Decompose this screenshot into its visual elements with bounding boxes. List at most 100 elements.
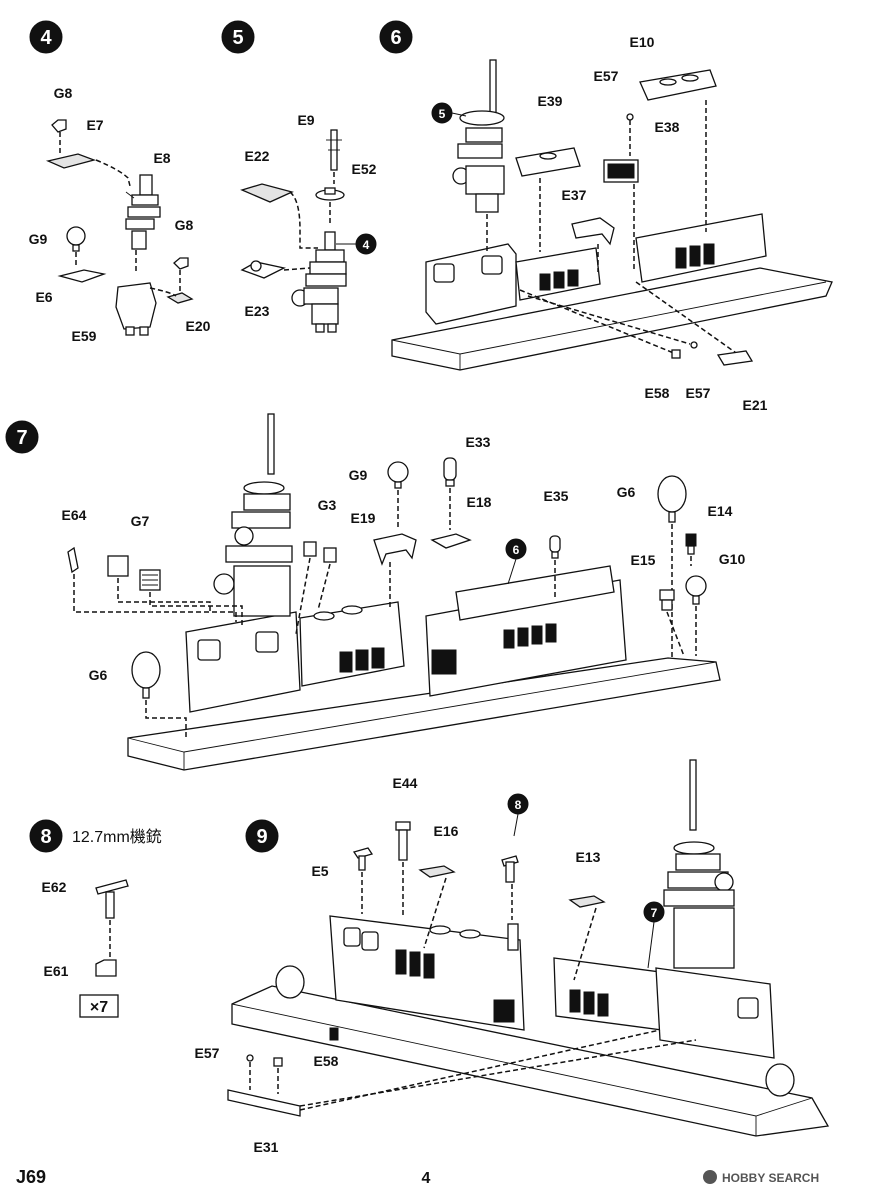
footer: J69 4 HOBBY SEARCH xyxy=(16,1167,819,1187)
part-label-e9: E9 xyxy=(297,112,314,128)
part-e57-top xyxy=(626,113,634,121)
part-e5 xyxy=(352,847,374,871)
page-number: 4 xyxy=(422,1170,431,1187)
part-g8-right xyxy=(173,257,189,270)
step-9-badge xyxy=(245,819,279,853)
part-label-e38: E38 xyxy=(655,119,680,135)
step-8-multiplier: ×7 xyxy=(90,999,108,1016)
part-e64 xyxy=(67,546,79,574)
watermark-text: HOBBY SEARCH xyxy=(722,1171,819,1185)
part-e8 xyxy=(125,174,161,250)
mast-s6 xyxy=(452,59,505,213)
part-label-g9: G9 xyxy=(349,467,368,483)
part-label-g9: G9 xyxy=(29,231,48,247)
watermark: HOBBY SEARCH xyxy=(703,1170,819,1185)
part-e44 xyxy=(395,821,411,861)
part-e37 xyxy=(571,217,615,246)
mast-assembly-s5 xyxy=(291,231,347,333)
aft-superstructure-s6 xyxy=(635,213,767,283)
part-label-e57: E57 xyxy=(594,68,619,84)
part-label-e7: E7 xyxy=(86,117,103,133)
step-9: 9 xyxy=(227,759,830,1137)
part-label-e8: E8 xyxy=(153,150,170,166)
gun-assembly-s9 xyxy=(501,855,519,951)
part-label-e10: E10 xyxy=(630,34,655,50)
middle-block-s6 xyxy=(515,247,601,301)
part-label-e44: E44 xyxy=(393,775,418,791)
part-label-e39: E39 xyxy=(538,93,563,109)
part-e22 xyxy=(240,183,294,203)
step-8-badge xyxy=(29,819,63,853)
part-label-e62: E62 xyxy=(42,879,67,895)
step-7: 7 xyxy=(5,413,721,771)
part-e62 xyxy=(95,879,129,919)
part-label-e18: E18 xyxy=(467,494,492,510)
part-label-e57: E57 xyxy=(195,1045,220,1061)
part-e19 xyxy=(373,533,417,566)
part-e6 xyxy=(57,269,107,283)
part-label-e52: E52 xyxy=(352,161,377,177)
part-label-e59: E59 xyxy=(72,328,97,344)
part-label-e16: E16 xyxy=(434,823,459,839)
part-g9-s4 xyxy=(66,226,86,252)
part-label-g10: G10 xyxy=(719,551,746,567)
part-e15 xyxy=(659,589,675,611)
ref-4-number: 4 xyxy=(363,238,370,252)
step-6-badge xyxy=(379,20,413,54)
part-e20 xyxy=(166,292,194,304)
part-e57-low xyxy=(690,341,698,349)
mast-s7 xyxy=(213,413,293,617)
part-label-e57: E57 xyxy=(686,385,711,401)
part-label-e33: E33 xyxy=(466,434,491,450)
step-5: 5 xyxy=(221,20,377,333)
part-label-e58: E58 xyxy=(314,1053,339,1069)
part-g7 xyxy=(107,555,161,591)
part-g6-right xyxy=(657,475,687,523)
part-label-e64: E64 xyxy=(62,507,87,523)
part-label-e58: E58 xyxy=(645,385,670,401)
part-label-e19: E19 xyxy=(351,510,376,526)
part-label-e13: E13 xyxy=(576,849,601,865)
multiplier-box xyxy=(79,994,119,1018)
middle-block-s7 xyxy=(299,601,405,687)
part-g10 xyxy=(685,575,707,605)
mast-s9 xyxy=(663,759,735,969)
part-e59 xyxy=(115,282,157,336)
part-label-e14: E14 xyxy=(708,503,733,519)
part-label-g7: G7 xyxy=(131,513,150,529)
step-4-badge xyxy=(29,20,63,54)
part-label-g6: G6 xyxy=(89,667,108,683)
part-e18 xyxy=(430,533,472,549)
aft-superstructure-s7 xyxy=(425,565,627,697)
part-g3 xyxy=(303,541,337,563)
part-e16 xyxy=(418,865,456,878)
part-e14 xyxy=(685,533,697,555)
step-7-number: 7 xyxy=(16,427,27,449)
ref-6-number: 6 xyxy=(513,543,520,557)
part-label-e61: E61 xyxy=(44,963,69,979)
ref-badge-4 xyxy=(355,233,377,255)
part-e10 xyxy=(639,69,717,101)
step-6-number: 6 xyxy=(390,27,401,49)
step-4-number: 4 xyxy=(40,27,52,49)
part-g9-s7 xyxy=(387,461,409,489)
step-7-badge xyxy=(5,420,39,454)
middle-block-s9 xyxy=(553,957,663,1031)
part-label-e22: E22 xyxy=(245,148,270,164)
step-9-number: 9 xyxy=(256,826,267,848)
part-label-e20: E20 xyxy=(186,318,211,334)
part-e57-s9 xyxy=(246,1054,254,1062)
part-e7 xyxy=(45,153,97,169)
part-g6-left xyxy=(131,651,161,699)
hull-section-s6 xyxy=(391,267,833,371)
step-6: 6 5 xyxy=(379,20,833,371)
part-label-e5: E5 xyxy=(311,863,328,879)
ref-8-number: 8 xyxy=(515,798,522,812)
part-e52 xyxy=(315,187,345,201)
part-label-e35: E35 xyxy=(544,488,569,504)
part-label-e31: E31 xyxy=(254,1139,279,1155)
part-label-g8: G8 xyxy=(175,217,194,233)
part-label-e37: E37 xyxy=(562,187,587,203)
part-labels: G8E7E8G9G8E6E59E20E9E22E52E23E10E57E39E3… xyxy=(29,34,768,1155)
